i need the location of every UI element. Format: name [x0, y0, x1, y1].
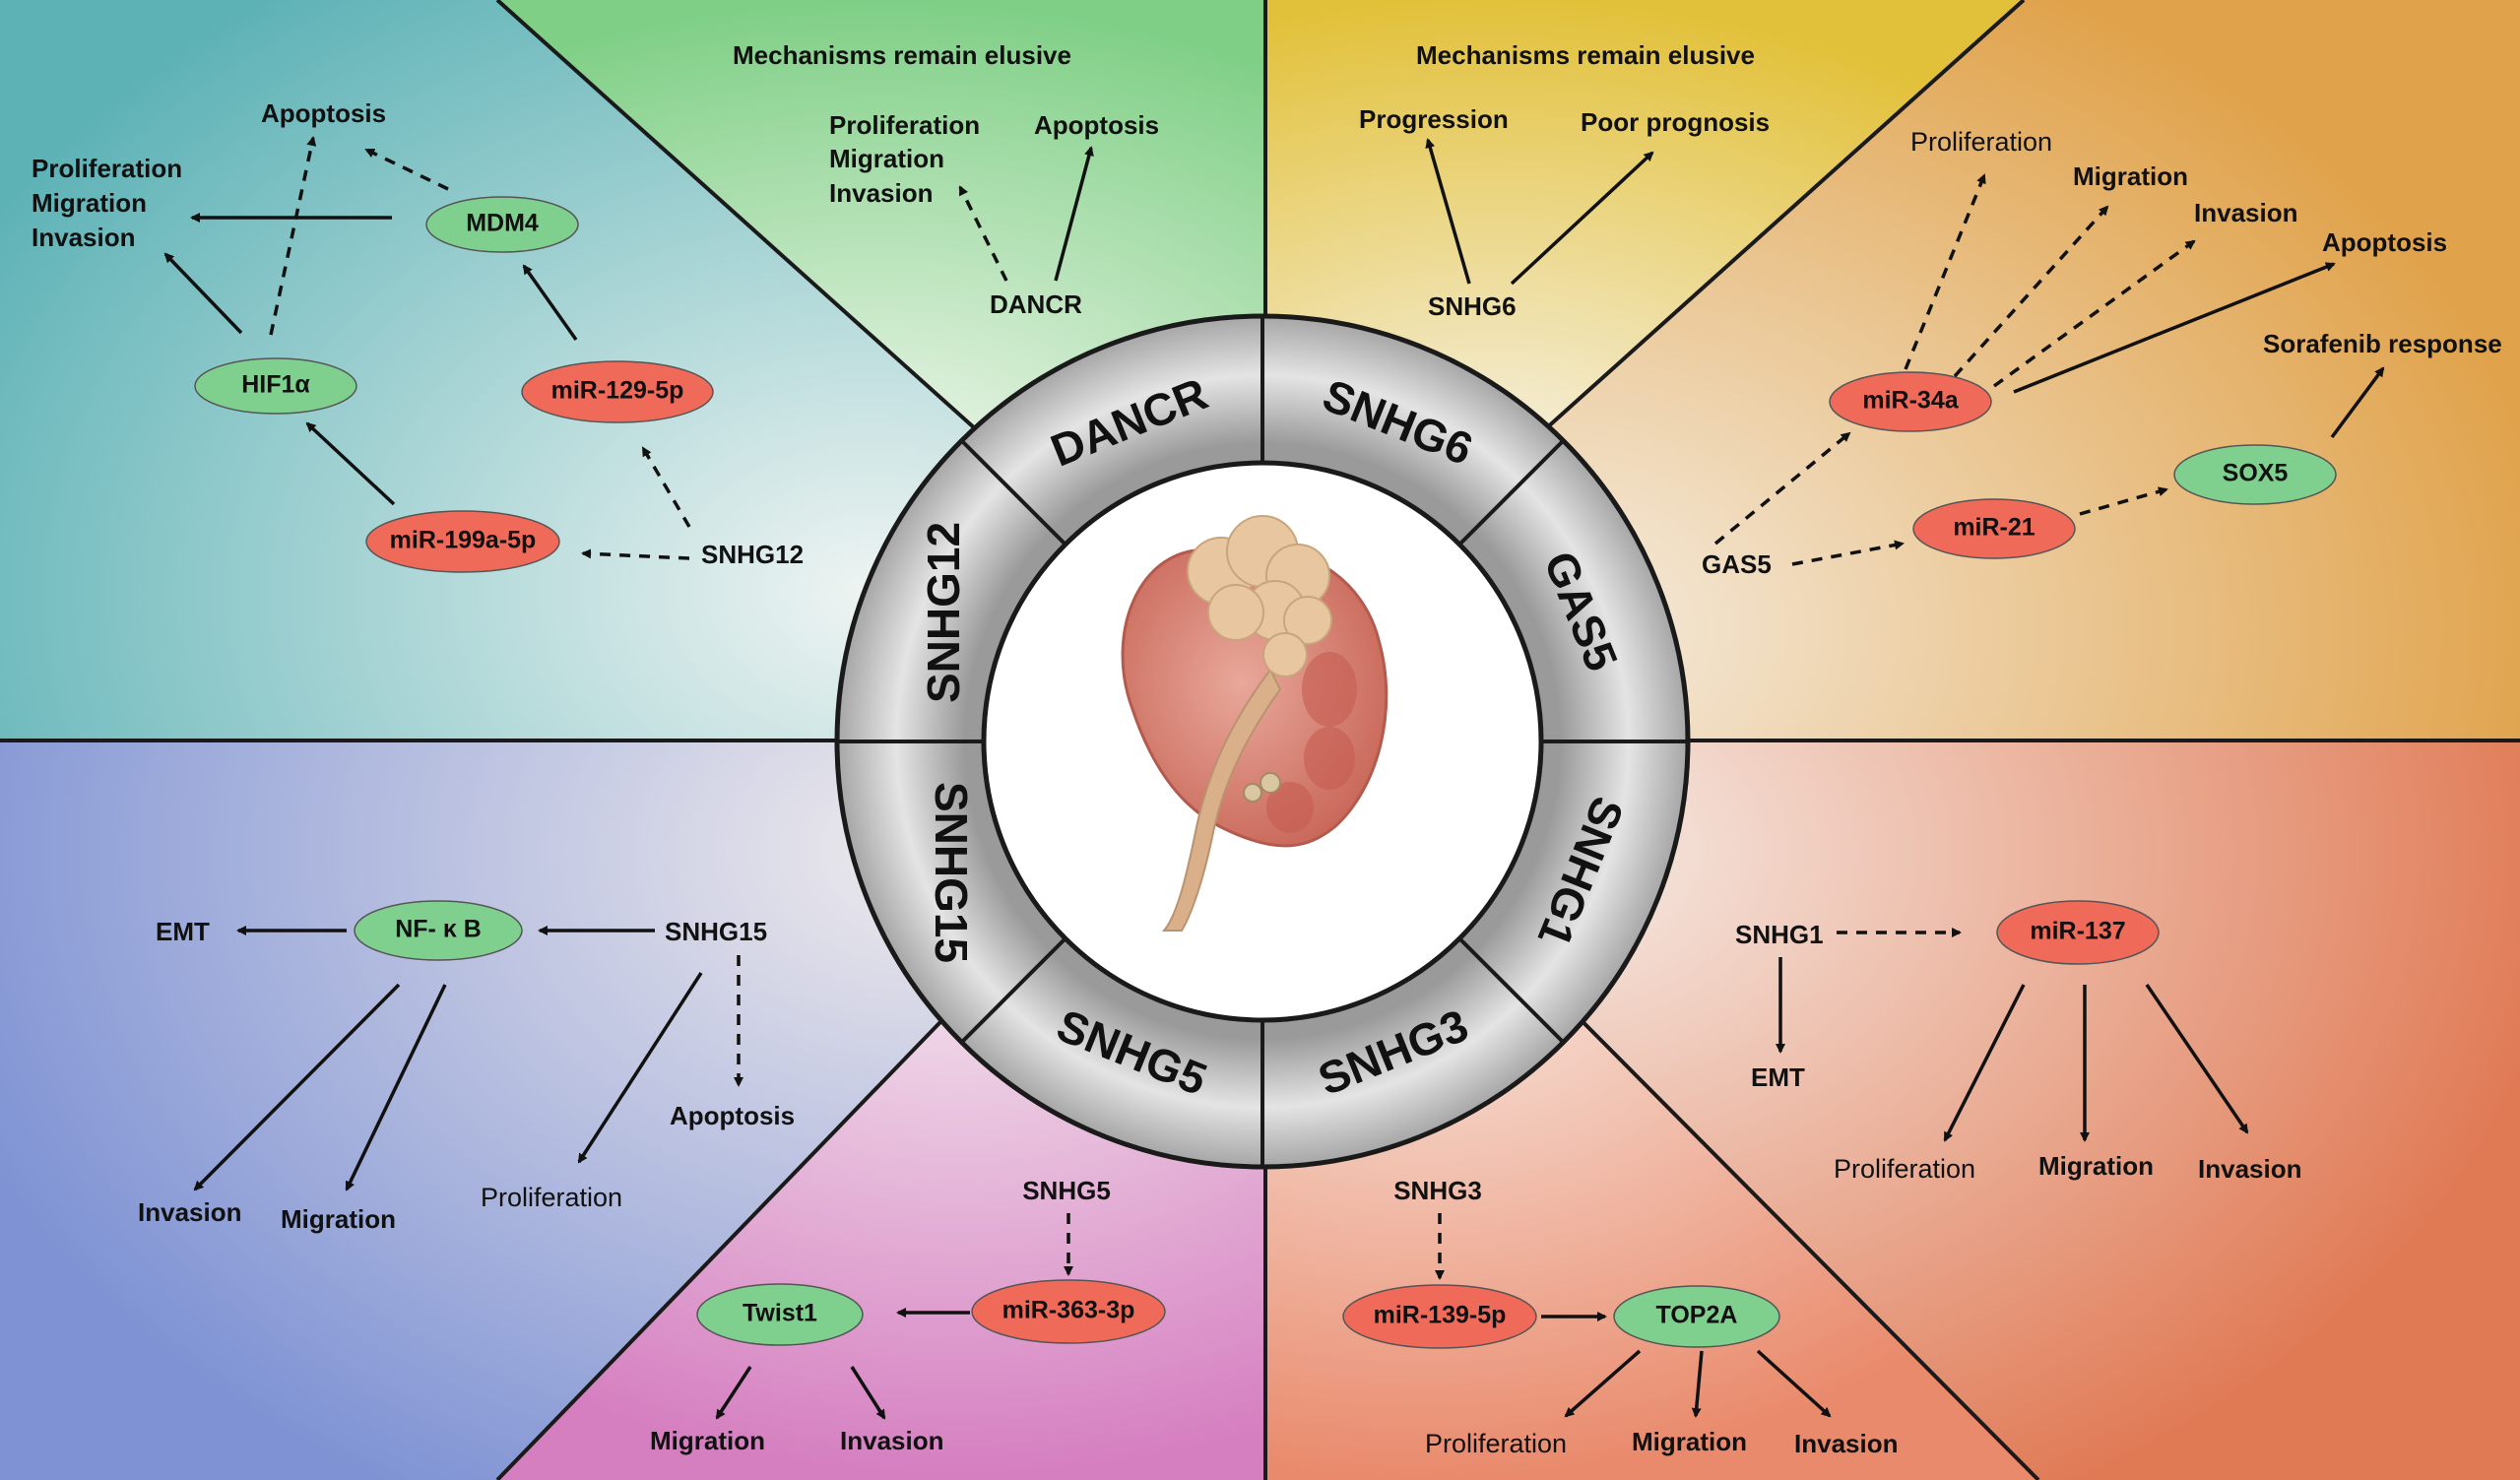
gas5-sorafenib-label: Sorafenib response — [2263, 329, 2502, 358]
snhg15-migration-label: Migration — [281, 1204, 396, 1234]
sector-snhg12: Apoptosis Proliferation Migration Invasi… — [32, 98, 804, 573]
twist1-node — [696, 1283, 864, 1346]
snhg3-migration-label: Migration — [1632, 1427, 1747, 1456]
sector-snhg1: SNHG1 miR-137 EMT Proliferation Migratio… — [1735, 900, 2301, 1184]
sector-snhg6-bg — [1265, 0, 2024, 473]
snhg6-poor-prognosis-label: Poor prognosis — [1581, 107, 1770, 137]
snhg6-mechanisms-label: Mechanisms remain elusive — [1416, 40, 1755, 70]
snhg15-lncrna-label: SNHG15 — [665, 917, 767, 946]
nfkb-label: NF- κ B — [395, 916, 482, 943]
dancr-proliferation-label: Proliferation — [829, 110, 980, 140]
mir21-node — [1912, 498, 2076, 559]
mir137-label: miR-137 — [2030, 918, 2125, 945]
gas5-proliferation-label: Proliferation — [1910, 127, 2052, 157]
mir129-node — [521, 360, 714, 423]
snhg3-lncrna-label: SNHG3 — [1393, 1176, 1482, 1205]
dancr-apoptosis-label: Apoptosis — [1034, 110, 1159, 140]
mir363-label: miR-363-3p — [1002, 1297, 1135, 1324]
mir199-label: miR-199a-5p — [390, 527, 537, 554]
sector-snhg1-bg — [1497, 740, 2520, 1480]
snhg1-migration-label: Migration — [2038, 1151, 2154, 1181]
snhg15-emt-label: EMT — [156, 917, 210, 946]
sector-snhg6: Mechanisms remain elusive Progression Po… — [1359, 40, 1770, 321]
dancr-invasion-label: Invasion — [829, 178, 933, 208]
ring-label-snhg15: SNHG15 — [926, 782, 977, 963]
gas5-invasion-label: Invasion — [2194, 198, 2297, 227]
snhg1-emt-label: EMT — [1751, 1062, 1805, 1092]
dancr-lncrna-label: DANCR — [990, 290, 1082, 319]
mir139-label: miR-139-5p — [1374, 1302, 1507, 1329]
gas5-apoptosis-label: Apoptosis — [2322, 227, 2447, 257]
snhg5-migration-label: Migration — [650, 1426, 765, 1455]
snhg12-apoptosis-label: Apoptosis — [261, 98, 386, 128]
sector-gas5: Proliferation Migration Invasion Apoptos… — [1702, 127, 2502, 579]
sector-snhg15: EMT NF- κ B SNHG15 Invasion Migration Pr… — [138, 900, 795, 1234]
snhg3-invasion-label: Invasion — [1794, 1429, 1898, 1458]
snhg5-lncrna-label: SNHG5 — [1022, 1176, 1111, 1205]
gas5-lncrna-label: GAS5 — [1702, 549, 1772, 579]
sector-snhg3: SNHG3 miR-139-5p TOP2A Proliferation Mig… — [1342, 1176, 1898, 1458]
sox5-label: SOX5 — [2223, 460, 2289, 487]
snhg1-proliferation-label: Proliferation — [1834, 1154, 1975, 1184]
snhg6-lncrna-label: SNHG6 — [1428, 291, 1517, 321]
mir137-node — [1996, 900, 2160, 965]
snhg12-invasion-label: Invasion — [32, 223, 135, 252]
hif1a-label: HIF1α — [241, 371, 310, 399]
sox5-node — [2173, 444, 2337, 505]
snhg15-invasion-label: Invasion — [138, 1197, 241, 1227]
snhg3-proliferation-label: Proliferation — [1425, 1429, 1567, 1458]
snhg15-proliferation-label: Proliferation — [481, 1183, 622, 1212]
nfkb-node — [354, 900, 523, 961]
sector-snhg15-bg — [0, 740, 1024, 1480]
snhg12-proliferation-label: Proliferation — [32, 154, 182, 183]
hif1a-node — [194, 357, 357, 415]
mir363-node — [971, 1279, 1166, 1344]
dancr-migration-label: Migration — [829, 144, 944, 173]
mir34a-node — [1829, 371, 1992, 432]
dancr-mechanisms-label: Mechanisms remain elusive — [733, 40, 1071, 70]
mir21-label: miR-21 — [1953, 514, 2035, 542]
snhg12-lncrna-label: SNHG12 — [701, 540, 804, 569]
mdm4-node — [425, 196, 579, 253]
mir34a-label: miR-34a — [1862, 387, 1959, 415]
mir139-node — [1342, 1284, 1537, 1349]
kidney-illustration — [1121, 515, 1389, 932]
mir129-label: miR-129-5p — [551, 377, 684, 405]
sector-snhg12-bg — [0, 0, 1024, 740]
snhg15-apoptosis-label: Apoptosis — [670, 1101, 795, 1130]
mdm4-label: MDM4 — [466, 210, 539, 237]
snhg12-migration-label: Migration — [32, 188, 147, 218]
sector-gas5-bg — [1497, 0, 2520, 740]
top2a-label: TOP2A — [1656, 1302, 1738, 1329]
sector-dancr: Mechanisms remain elusive Proliferation … — [733, 40, 1159, 319]
ring-label-snhg12: SNHG12 — [918, 522, 969, 703]
top2a-node — [1613, 1285, 1780, 1348]
sector-dancr-bg — [497, 0, 1265, 473]
snhg1-invasion-label: Invasion — [2198, 1154, 2301, 1184]
mir199-node — [365, 510, 560, 573]
snhg6-progression-label: Progression — [1359, 104, 1509, 134]
sector-snhg5: SNHG5 miR-363-3p Twist1 Migration Invasi… — [650, 1176, 1166, 1455]
snhg1-lncrna-label: SNHG1 — [1735, 920, 1824, 949]
gas5-migration-label: Migration — [2073, 161, 2188, 191]
twist1-label: Twist1 — [743, 1300, 817, 1327]
snhg5-invasion-label: Invasion — [840, 1426, 943, 1455]
